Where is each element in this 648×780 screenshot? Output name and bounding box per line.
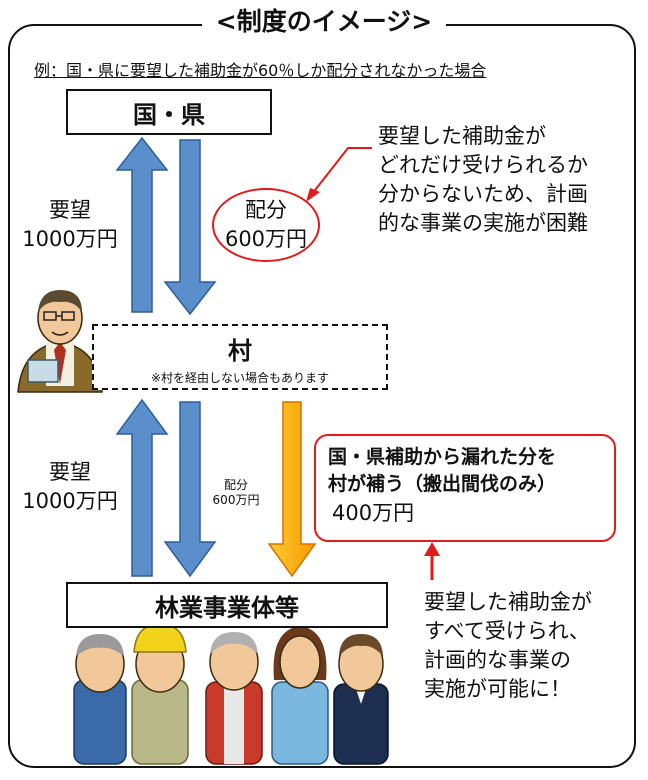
forestry-entities-box: 林業事業体等 (66, 582, 388, 628)
upper-note-pointer (311, 147, 372, 195)
lower-note: 要望した補助金が すべて受けられ、 計画的な事業の 実施が可能に！ (424, 590, 592, 701)
village-supplement-arrow (267, 401, 317, 578)
village-box: 村 ※村を経由しない場合もあります (92, 324, 388, 390)
national-prefecture-box: 国・県 (66, 89, 272, 135)
upper-request-label: 要望 1000万円 (22, 198, 118, 251)
example-caption: 例：国・県に要望した補助金が60％しか配分されなかった場合 (34, 61, 487, 80)
supplement-line1: 国・県補助から漏れた分を (328, 446, 557, 468)
village-note: ※村を経由しない場合もあります (150, 371, 330, 385)
upper-note: 要望した補助金が どれだけ受けられるか 分からないため、計画 的な事業の実施が困… (378, 124, 588, 235)
lower-allocation-arrow (163, 401, 217, 578)
worker-group-icon (73, 623, 389, 765)
diagram-title: <制度のイメージ> (201, 7, 447, 36)
upper-allocation-arrow (163, 139, 217, 316)
official-figure-icon (17, 290, 103, 393)
supplement-line2: 村が補う（搬出間伐のみ） (328, 473, 557, 495)
supplement-amount: 400万円 (332, 501, 415, 525)
lower-request-label: 要望 1000万円 (22, 460, 118, 513)
lower-allocation-label: 配分 600万円 (212, 478, 260, 507)
village-label: 村 (228, 337, 252, 365)
lower-request-arrow (115, 398, 169, 577)
upper-request-arrow (115, 136, 169, 313)
upper-allocation-ellipse (212, 188, 320, 262)
upper-allocation-label: 配分 600万円 (224, 198, 308, 251)
village-supplement-box: 国・県補助から漏れた分を 村が補う（搬出間伐のみ） 400万円 (314, 434, 616, 542)
